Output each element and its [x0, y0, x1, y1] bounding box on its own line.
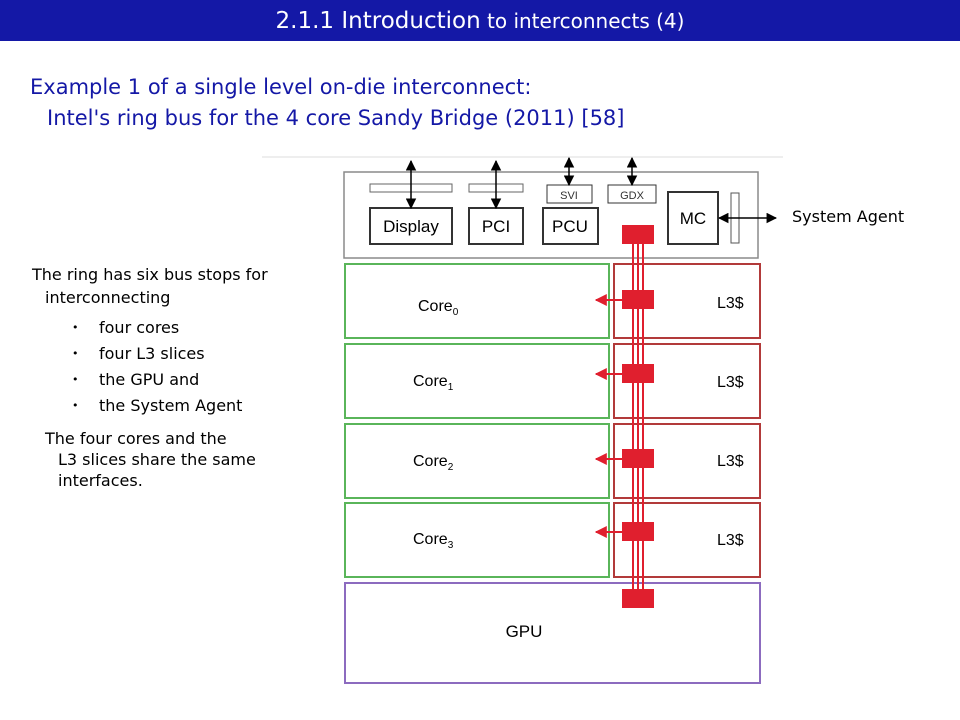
share-line-1: The four cores and the — [45, 429, 227, 448]
core-2-bus-stop — [622, 449, 654, 468]
share-line-3: interfaces. — [58, 471, 143, 490]
core-label: Core3 — [413, 531, 454, 551]
l3-label: L3$ — [717, 453, 744, 470]
system-agent-label: System Agent — [792, 207, 905, 226]
core-index: 0 — [453, 307, 459, 318]
l3-label: L3$ — [717, 374, 744, 391]
subtitle-line-2: Intel's ring bus for the 4 core Sandy Br… — [47, 106, 625, 130]
system-agent-block: Display PCI SVI GDX PCU MC — [343, 156, 778, 259]
system-agent-bus-stop — [622, 225, 654, 244]
core-box — [344, 502, 610, 578]
core-name: Core — [413, 531, 448, 548]
pcu-unit — [542, 207, 599, 245]
title-bar: 2.1.1 Introduction to interconnects (4) — [0, 0, 960, 41]
display-label: Display — [383, 217, 439, 236]
list-item: • the GPU and — [72, 367, 242, 393]
core-row-3: Core3 L3$ — [344, 502, 761, 578]
title-main: 2.1.1 Introduction — [275, 7, 481, 34]
gpu-label: GPU — [506, 622, 543, 641]
gpu-box — [344, 582, 761, 684]
core-index: 3 — [448, 540, 454, 551]
core-0-bus-stop — [622, 290, 654, 309]
core-label: Core0 — [418, 298, 459, 318]
slide-title: 2.1.1 Introduction to interconnects (4) — [276, 8, 685, 34]
core-name: Core — [418, 298, 453, 315]
shared-interfaces-note: The four cores and the L3 slices share t… — [45, 428, 315, 491]
mc-label: MC — [680, 209, 706, 228]
core-box — [344, 263, 610, 339]
core-1-bus-stop — [622, 364, 654, 383]
bullet-text: four L3 slices — [99, 344, 205, 363]
core-name: Core — [413, 453, 448, 470]
title-rest: to interconnects (4) — [480, 8, 685, 33]
core-label: Core1 — [413, 373, 454, 393]
bullet-icon: • — [72, 347, 79, 360]
list-item: • four L3 slices — [72, 341, 242, 367]
gpu-bus-stop — [622, 589, 654, 608]
l3-label: L3$ — [717, 295, 744, 312]
l3-label: L3$ — [717, 532, 744, 549]
ring-text-line-1: The ring has six bus stops for — [32, 265, 268, 284]
bullet-icon: • — [72, 321, 79, 334]
core-index: 2 — [448, 462, 454, 473]
display-unit — [369, 207, 453, 245]
bus-stop-list: • four cores • four L3 slices • the GPU and… — [72, 315, 242, 419]
core-3-bus-stop — [622, 522, 654, 541]
svi-label: SVI — [560, 190, 578, 202]
bullet-text: the System Agent — [99, 396, 243, 415]
bullet-text: four cores — [99, 318, 180, 337]
ring-text-line-2: interconnecting — [45, 288, 171, 307]
pcu-label: PCU — [552, 217, 588, 236]
list-item: • four cores — [72, 315, 242, 341]
subtitle-line-1: Example 1 of a single level on-die inter… — [30, 75, 532, 99]
bullet-icon: • — [72, 373, 79, 386]
pci-label: PCI — [482, 217, 510, 236]
subtitle: Example 1 of a single level on-die inter… — [30, 72, 625, 134]
core-box — [344, 343, 610, 419]
core-index: 1 — [448, 382, 454, 393]
core-box — [344, 423, 610, 499]
core-label: Core2 — [413, 453, 454, 473]
gpu-block: GPU — [344, 582, 761, 684]
ring-bus — [594, 225, 654, 608]
core-row-1: Core1 L3$ — [344, 343, 761, 419]
gdx-label: GDX — [620, 190, 645, 202]
bullet-text: the GPU and — [99, 370, 200, 389]
bullet-icon: • — [72, 399, 79, 412]
ring-description: The ring has six bus stops for interconn… — [32, 263, 322, 309]
core-row-2: Core2 L3$ — [344, 423, 761, 499]
share-line-2: L3 slices share the same — [58, 450, 256, 469]
list-item: • the System Agent — [72, 393, 242, 419]
core-row-0: Core0 L3$ — [344, 263, 761, 339]
core-name: Core — [413, 373, 448, 390]
pci-unit — [468, 207, 524, 245]
